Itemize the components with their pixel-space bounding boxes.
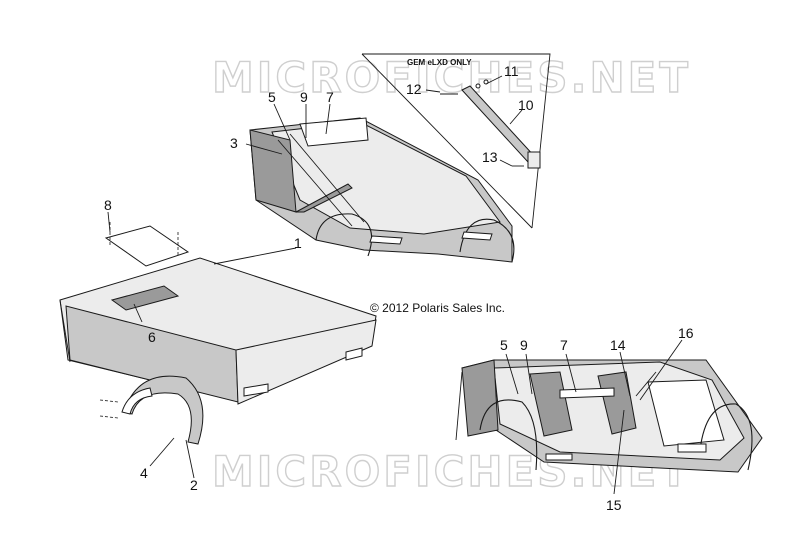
inset-border [362, 53, 551, 229]
callout-1: 1 [294, 235, 302, 251]
upper-bed-assembly: GEM eLXD ONLY [249, 53, 551, 263]
wheel-well-part-2 [123, 375, 204, 445]
callout-9: 9 [300, 89, 308, 105]
right-bed-assembly [455, 359, 763, 473]
callout-5: 5 [268, 89, 276, 105]
callout-12: 12 [406, 81, 422, 97]
callout-11: 11 [504, 63, 519, 79]
inset-label: GEM eLXD ONLY [407, 58, 472, 67]
callout-10: 10 [518, 97, 534, 113]
callout-6: 6 [148, 329, 156, 345]
access-opening-part-6 [110, 285, 180, 311]
copyright-text: © 2012 Polaris Sales Inc. [370, 301, 505, 315]
leader-lines [107, 75, 683, 495]
liner-part-4 [121, 387, 153, 415]
callout-15: 15 [606, 497, 622, 513]
callout-9-right: 9 [520, 337, 528, 353]
callout-8: 8 [104, 197, 112, 213]
callout-7: 7 [326, 89, 334, 105]
callout-16: 16 [678, 325, 694, 341]
access-plate-part-8 [104, 225, 190, 267]
callouts: 1 2 3 4 5 6 7 8 9 10 11 12 13 14 15 16 5… [104, 63, 694, 513]
left-bed-assembly [59, 222, 377, 445]
callout-13: 13 [482, 149, 498, 165]
callout-14: 14 [610, 337, 626, 353]
callout-4: 4 [140, 465, 148, 481]
callout-3: 3 [230, 135, 238, 151]
callout-7-right: 7 [560, 337, 568, 353]
callout-2: 2 [190, 477, 198, 493]
callout-5-right: 5 [500, 337, 508, 353]
